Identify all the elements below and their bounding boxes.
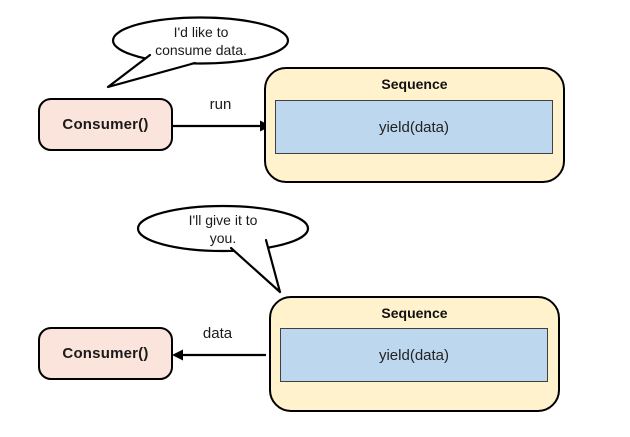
yield-label: yield(data) bbox=[378, 118, 450, 136]
bubble-text-top: I'd like to consume data. bbox=[113, 23, 289, 59]
consumer-label: Consumer() bbox=[62, 345, 149, 362]
sequence-box-bottom: Sequence yield(data) bbox=[269, 296, 560, 412]
data-arrow-left-icon bbox=[172, 349, 266, 361]
bubble-line: I'd like to bbox=[173, 24, 229, 40]
sequence-box-top: Sequence yield(data) bbox=[264, 67, 565, 183]
bubble-tail bbox=[106, 53, 197, 89]
run-arrow-right-icon bbox=[173, 120, 271, 132]
consumer-box-bottom: Consumer() bbox=[38, 327, 173, 380]
run-arrow-label: run bbox=[209, 96, 232, 113]
bubble-text-bottom: I'll give it to you. bbox=[138, 211, 308, 247]
sequence-title: Sequence bbox=[381, 76, 448, 92]
yield-box: yield(data) bbox=[275, 100, 553, 154]
consumer-box-top: Consumer() bbox=[38, 98, 173, 151]
bubble-line: I'll give it to bbox=[188, 212, 258, 228]
sequence-title: Sequence bbox=[381, 305, 448, 321]
yield-box: yield(data) bbox=[280, 328, 548, 382]
yield-label: yield(data) bbox=[378, 346, 450, 364]
speech-bubble-sequence bbox=[136, 204, 310, 294]
speech-bubble-consumer bbox=[106, 16, 290, 89]
data-arrow-label: data bbox=[202, 325, 233, 342]
bubble-line: consume data. bbox=[155, 42, 247, 58]
bubble-line: you. bbox=[209, 230, 237, 246]
bubble-tail bbox=[229, 238, 282, 294]
consumer-label: Consumer() bbox=[62, 116, 149, 133]
